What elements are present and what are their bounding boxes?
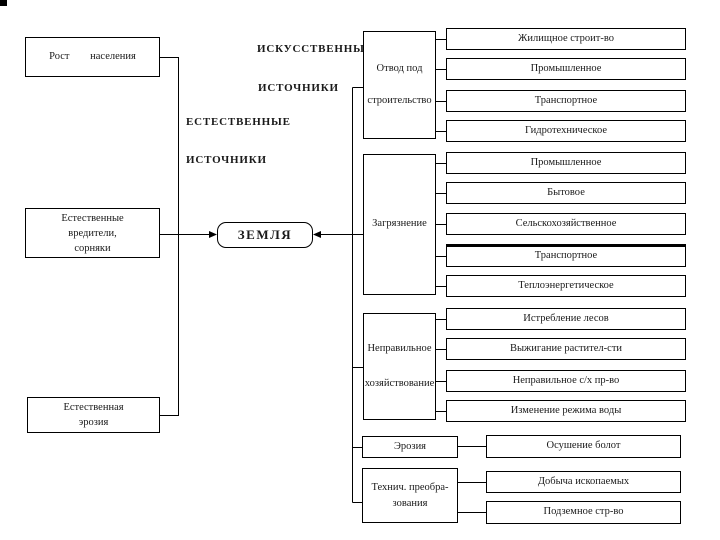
node-natural-erosion-line2: эрозия bbox=[78, 417, 109, 428]
leaf-domestic-pollution: Бытовое bbox=[446, 182, 686, 204]
mismanagement-leaf-stubs bbox=[436, 319, 446, 412]
node-mismanagement-line1: Неправильное bbox=[367, 343, 432, 355]
node-natural-pests-line1: Естественные bbox=[61, 212, 124, 224]
corner-artifact bbox=[0, 0, 7, 6]
leaf-industrial-allocation: Промышленное bbox=[446, 58, 686, 80]
node-construction-allocation-line2: строительство bbox=[367, 94, 432, 106]
node-erosion: Эрозия bbox=[362, 436, 458, 458]
node-mismanagement: Неправильное хозяйствование bbox=[363, 313, 436, 420]
node-technical-transformation-line2: зования bbox=[392, 497, 428, 509]
label-natural-sources-line2: ИСТОЧНИКИ bbox=[186, 154, 267, 166]
label-artificial-sources-line1: ИСКУССТВЕННЫЕ bbox=[257, 43, 373, 55]
leaf-underground-construction: Подземное стр-во bbox=[486, 501, 681, 524]
node-population-growth: Рост населения bbox=[25, 37, 160, 77]
node-pollution-label: Загрязнение bbox=[372, 218, 427, 230]
node-construction-allocation: Отвод под строительство bbox=[363, 31, 436, 139]
node-erosion-label: Эрозия bbox=[393, 440, 427, 452]
node-natural-erosion: Естественная эрозия bbox=[27, 397, 160, 433]
leaf-mineral-extraction: Добыча ископаемых bbox=[486, 471, 681, 493]
leaf-vegetation-burning: Выжигание растител-сти bbox=[446, 338, 686, 360]
node-earth: ЗЕМЛЯ bbox=[217, 222, 313, 248]
arrowhead-into-earth-right bbox=[313, 231, 321, 238]
leaf-transport-pollution: Транспортное bbox=[446, 244, 686, 267]
arrowhead-into-earth-left bbox=[209, 231, 217, 238]
natural-trunk-line bbox=[160, 57, 179, 416]
leaf-forest-destruction: Истребление лесов bbox=[446, 308, 686, 330]
node-technical-transformation: Технич. преобра- зования bbox=[362, 468, 458, 523]
node-natural-pests: Естественные вредители, сорняки bbox=[25, 208, 160, 258]
node-construction-allocation-line1: Отвод под bbox=[376, 63, 423, 75]
node-population-growth-label: Рост населения bbox=[49, 50, 136, 62]
leaf-housing-construction: Жилищное строит-во bbox=[446, 28, 686, 50]
node-earth-label: ЗЕМЛЯ bbox=[237, 227, 293, 243]
leaf-agricultural-pollution: Сельскохозяйственное bbox=[446, 213, 686, 235]
leaf-industrial-pollution: Промышленное bbox=[446, 152, 686, 174]
node-pollution: Загрязнение bbox=[363, 154, 436, 295]
node-mismanagement-line2: хозяйствование bbox=[364, 377, 435, 389]
node-natural-pests-line2: вредители, bbox=[68, 227, 117, 239]
label-natural-sources-line1: ЕСТЕСТВЕННЫЕ bbox=[186, 116, 291, 128]
construction-leaf-stubs bbox=[436, 39, 446, 132]
label-artificial-sources-line2: ИСТОЧНИКИ bbox=[258, 82, 339, 94]
leaf-thermal-energy-pollution: Теплоэнергетическое bbox=[446, 275, 686, 297]
node-technical-transformation-line1: Технич. преобра- bbox=[371, 481, 449, 493]
leaf-water-regime-change: Изменение режима воды bbox=[446, 400, 686, 422]
leaf-improper-agriculture: Неправильное с/х пр-во bbox=[446, 370, 686, 392]
pollution-leaf-stubs bbox=[436, 163, 446, 287]
node-natural-pests-line3: сорняки bbox=[74, 242, 111, 254]
leaf-hydrotechnical: Гидротехническое bbox=[446, 120, 686, 142]
leaf-transport-allocation: Транспортное bbox=[446, 90, 686, 112]
node-natural-erosion-line1: Естественная bbox=[63, 402, 124, 413]
transformation-leaf-stubs bbox=[458, 482, 486, 513]
leaf-swamp-drainage: Осушение болот bbox=[486, 435, 681, 458]
